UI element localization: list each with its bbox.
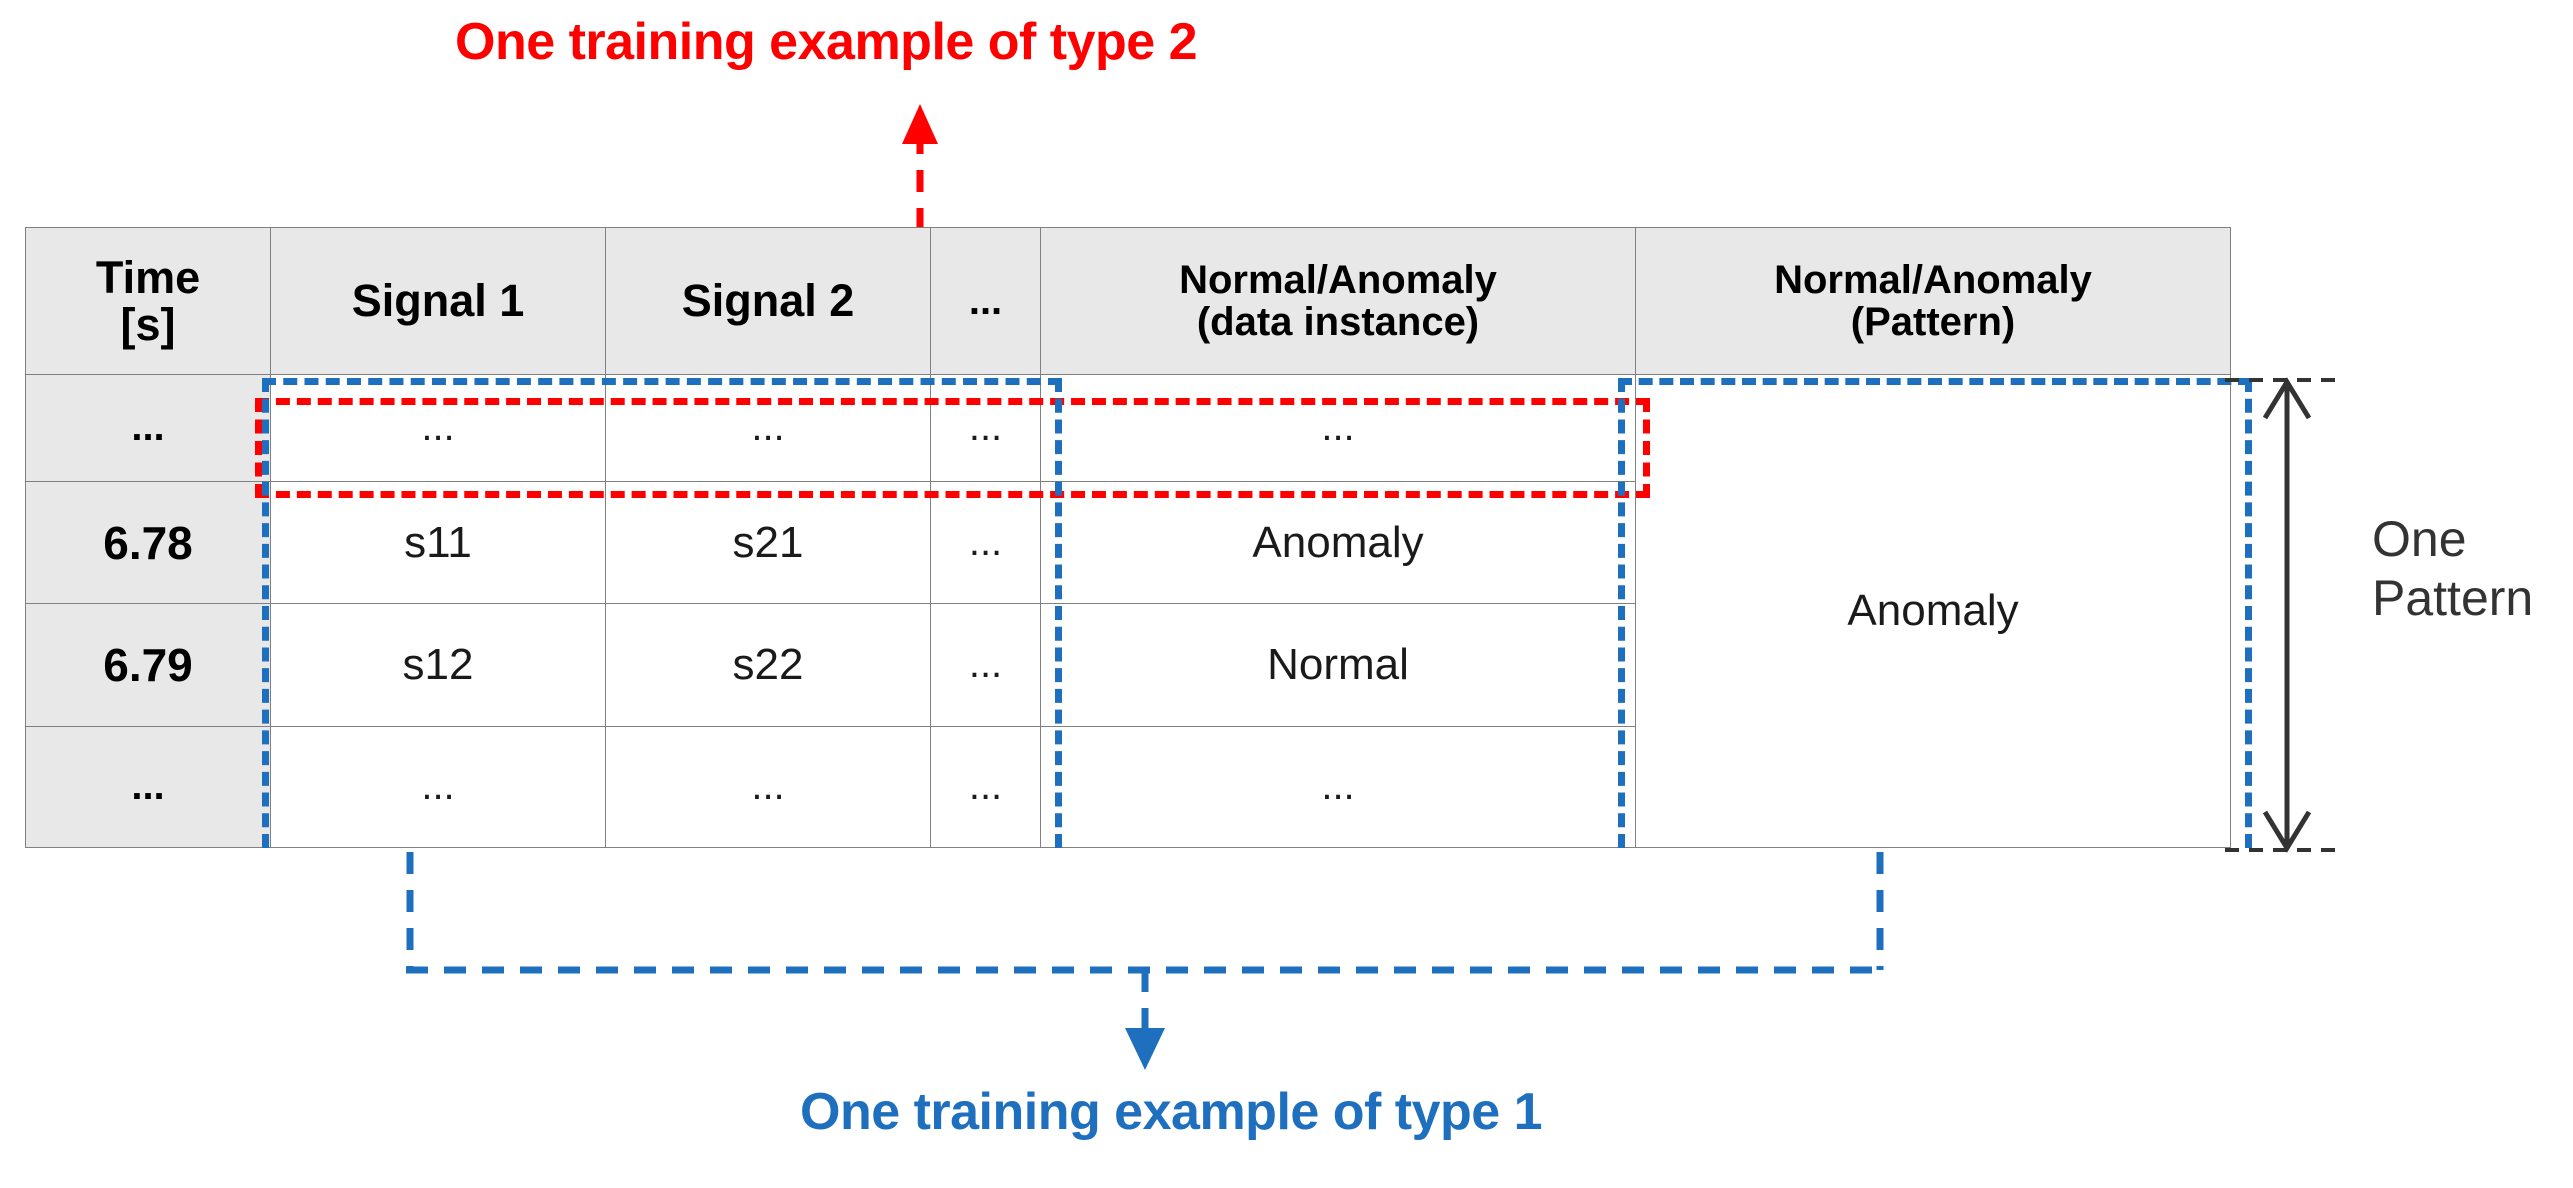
one-pattern-label-line1: One: [2372, 511, 2467, 567]
cell-signal-1: ...: [270, 725, 606, 849]
cell-signal-1: ...: [270, 374, 606, 482]
table-row: 6.79 s12 s22 ... Normal: [25, 603, 2231, 727]
type1-annotation-title: One training example of type 1: [800, 1083, 1543, 1141]
cell-time: ...: [25, 725, 271, 849]
column-header-signal-1-label: Signal 1: [351, 275, 525, 327]
cell-signal-1: s12: [270, 603, 606, 727]
column-header-time-line1: Time: [95, 251, 201, 303]
cell-ellipsis: ...: [930, 725, 1041, 849]
column-header-time-line2: [s]: [120, 299, 176, 350]
table-row: ... ... ... ... ... Anomaly: [25, 374, 2231, 848]
column-header-instance-line2: (data instance): [1196, 300, 1480, 344]
column-header-ellipsis: ...: [930, 227, 1041, 375]
type1-arrow-head: [1125, 1028, 1165, 1070]
table-row: 6.78 s11 s21 ... Anomaly: [25, 480, 2231, 605]
cell-ellipsis: ...: [930, 374, 1041, 482]
cell-time: 6.79: [25, 603, 271, 727]
pattern-arrow-head-up: [2262, 377, 2312, 420]
cell-signal-2: s22: [605, 603, 931, 727]
column-header-normal-anomaly-instance: Normal/Anomaly (data instance): [1040, 227, 1636, 375]
cell-time: ...: [25, 374, 271, 482]
column-header-pattern-line2: (Pattern): [1850, 300, 2016, 344]
cell-signal-1: s11: [270, 480, 606, 605]
column-header-pattern-line1: Normal/Anomaly: [1774, 258, 2092, 302]
column-header-time: Time [s]: [25, 227, 271, 375]
column-header-normal-anomaly-pattern: Normal/Anomaly (Pattern): [1635, 227, 2231, 375]
type2-annotation-title: One training example of type 2: [455, 13, 1198, 71]
cell-instance-label: ...: [1040, 725, 1636, 849]
cell-pattern-label: Anomaly: [1635, 374, 2231, 848]
cell-ellipsis: ...: [930, 603, 1041, 727]
column-header-ellipsis-label: ...: [968, 279, 1003, 323]
type2-arrow-head: [902, 104, 938, 144]
cell-ellipsis: ...: [930, 480, 1041, 605]
one-pattern-label-line2: Pattern: [2372, 570, 2534, 626]
column-header-signal-2-label: Signal 2: [681, 275, 855, 327]
cell-instance-label: Normal: [1040, 603, 1636, 727]
column-header-signal-1: Signal 1: [270, 227, 606, 375]
cell-instance-label: Anomaly: [1040, 480, 1636, 605]
cell-signal-2: ...: [605, 374, 931, 482]
one-pattern-bracket-icon: [2225, 377, 2335, 853]
table-header-row: Time [s] Signal 1 Signal 2 ... Normal/An…: [25, 227, 2231, 375]
cell-time: 6.78: [25, 480, 271, 605]
one-pattern-label: One Pattern: [2372, 510, 2533, 628]
cell-signal-2: s21: [605, 480, 931, 605]
pattern-arrow-head-down: [2262, 810, 2312, 853]
cell-instance-label: ...: [1040, 374, 1636, 482]
table-row: ... ... ... ... ...: [25, 725, 2231, 849]
column-header-instance-line1: Normal/Anomaly: [1179, 258, 1497, 302]
signal-label-table: Time [s] Signal 1 Signal 2 ... Normal/An…: [25, 227, 2231, 849]
type1-connector-icon: [406, 852, 1884, 1070]
column-header-signal-2: Signal 2: [605, 227, 931, 375]
cell-signal-2: ...: [605, 725, 931, 849]
